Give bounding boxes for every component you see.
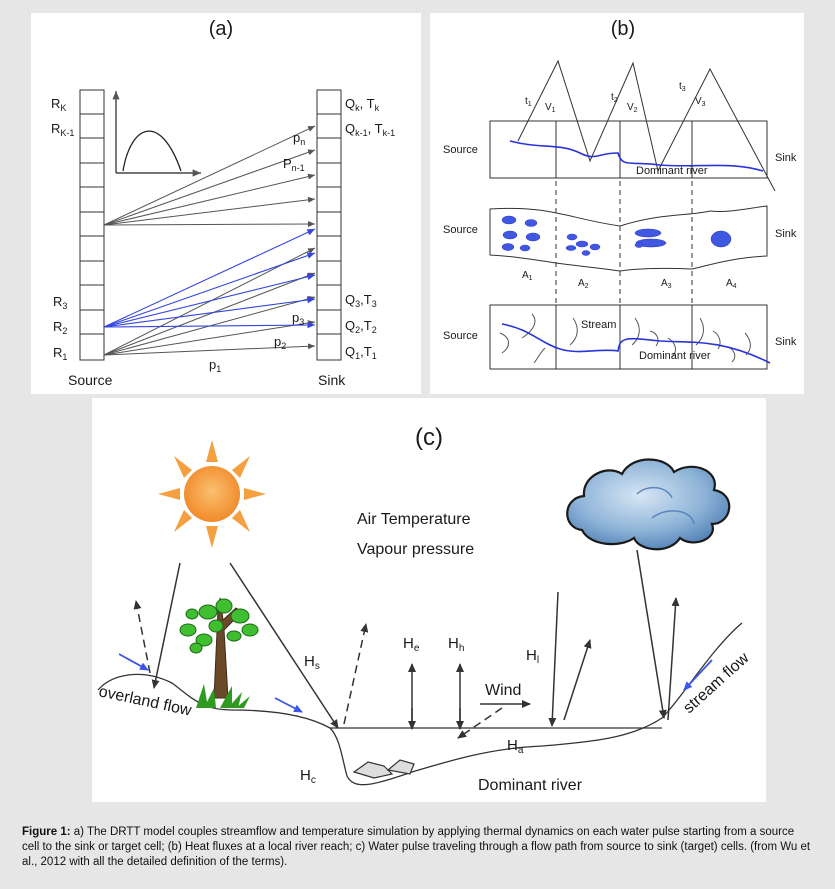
cloud-icon (566, 458, 731, 551)
label-rk1: RK-1 (51, 121, 74, 138)
sun-icon (158, 440, 266, 548)
label-t2: t2 (611, 92, 618, 104)
wind-label: Wind (485, 682, 521, 699)
terrain (97, 622, 743, 786)
dominant-river-label: Dominant river (478, 777, 583, 794)
panel-c-label: (c) (415, 424, 443, 451)
label-t1: t1 (525, 96, 532, 108)
tree-icon (179, 597, 259, 708)
label-hh: Hh (448, 635, 464, 654)
label-qk: Qk, Tk (345, 96, 380, 113)
heat-flux-arrows (133, 549, 680, 739)
mid-source-label: Source (443, 224, 478, 236)
label-ha: Ha (507, 737, 524, 756)
mid-sink-label: Sink (775, 228, 797, 240)
label-a4: A4 (726, 278, 737, 290)
label-rk: RK (51, 96, 66, 113)
bottom-source-label: Source (443, 330, 478, 342)
label-r2: R2 (53, 319, 67, 336)
label-hs: Hs (304, 653, 320, 672)
panel-c: (c) Air Temperature Vapour pressure (92, 398, 766, 802)
label-p1: p1 (209, 357, 221, 374)
vapour-pressure-label: Vapour pressure (357, 541, 474, 558)
label-he: He (403, 635, 420, 654)
caption-label: Figure 1: (22, 826, 71, 838)
sink-column (316, 89, 342, 361)
caption-text: a) The DRTT model couples streamflow and… (22, 826, 811, 868)
label-q2: Q2,T2 (345, 318, 377, 335)
flow-arrows-blue (118, 653, 713, 713)
stream-label: Stream (581, 319, 616, 331)
label-pn: pn (293, 130, 305, 147)
volume-diagram: Source Sink Dominant river t1 V1 t2 V2 t… (443, 59, 797, 192)
label-a2: A2 (578, 278, 589, 290)
label-qk1: Qk-1, Tk-1 (345, 121, 395, 138)
panel-b: (b) Source Sink Dominant river t1 V1 t2 … (430, 13, 804, 394)
bottom-sink-label: Sink (775, 336, 797, 348)
panel-c-diagram: (c) Air Temperature Vapour pressure (97, 424, 753, 794)
stream-diagram: Source Sink Stream Dominant river (443, 304, 797, 370)
bottom-dominant-river-label: Dominant river (639, 350, 711, 362)
label-hl: Hl (526, 647, 539, 666)
label-p3: p3 (292, 310, 304, 327)
panel-a-label: (a) (209, 18, 233, 40)
label-v2: V2 (627, 102, 638, 114)
label-a1: A1 (522, 270, 533, 282)
label-v3: V3 (695, 96, 706, 108)
panel-a-diagram: (a) (51, 18, 395, 388)
source-column (79, 89, 105, 361)
label-hc: Hc (300, 767, 316, 786)
label-r3: R3 (53, 294, 67, 311)
top-source-label: Source (443, 144, 478, 156)
panel-b-diagram: (b) Source Sink Dominant river t1 V1 t2 … (443, 18, 797, 370)
top-sink-label: Sink (775, 152, 797, 164)
label-t3: t3 (679, 81, 686, 93)
label-pn1: Pn-1 (283, 156, 305, 173)
flow-arrows-blue (103, 228, 316, 329)
label-p2: p2 (274, 334, 286, 351)
pulse-hydrograph (112, 91, 201, 177)
panel-a: (a) (31, 13, 421, 394)
panel-b-label: (b) (611, 18, 635, 40)
area-diagram: Source Sink A1 A2 A3 A4 (443, 181, 797, 303)
air-temperature-label: Air Temperature (357, 511, 471, 528)
label-q1: Q1,T1 (345, 344, 377, 361)
figure-caption: Figure 1: a) The DRTT model couples stre… (22, 825, 812, 870)
rocks-icon (352, 759, 415, 779)
label-a3: A3 (661, 278, 672, 290)
source-caption: Source (68, 372, 113, 388)
label-v1: V1 (545, 102, 556, 114)
label-r1: R1 (53, 345, 67, 362)
label-q3: Q3,T3 (345, 292, 377, 309)
top-dominant-river-label: Dominant river (636, 165, 708, 177)
sink-caption: Sink (318, 372, 346, 388)
